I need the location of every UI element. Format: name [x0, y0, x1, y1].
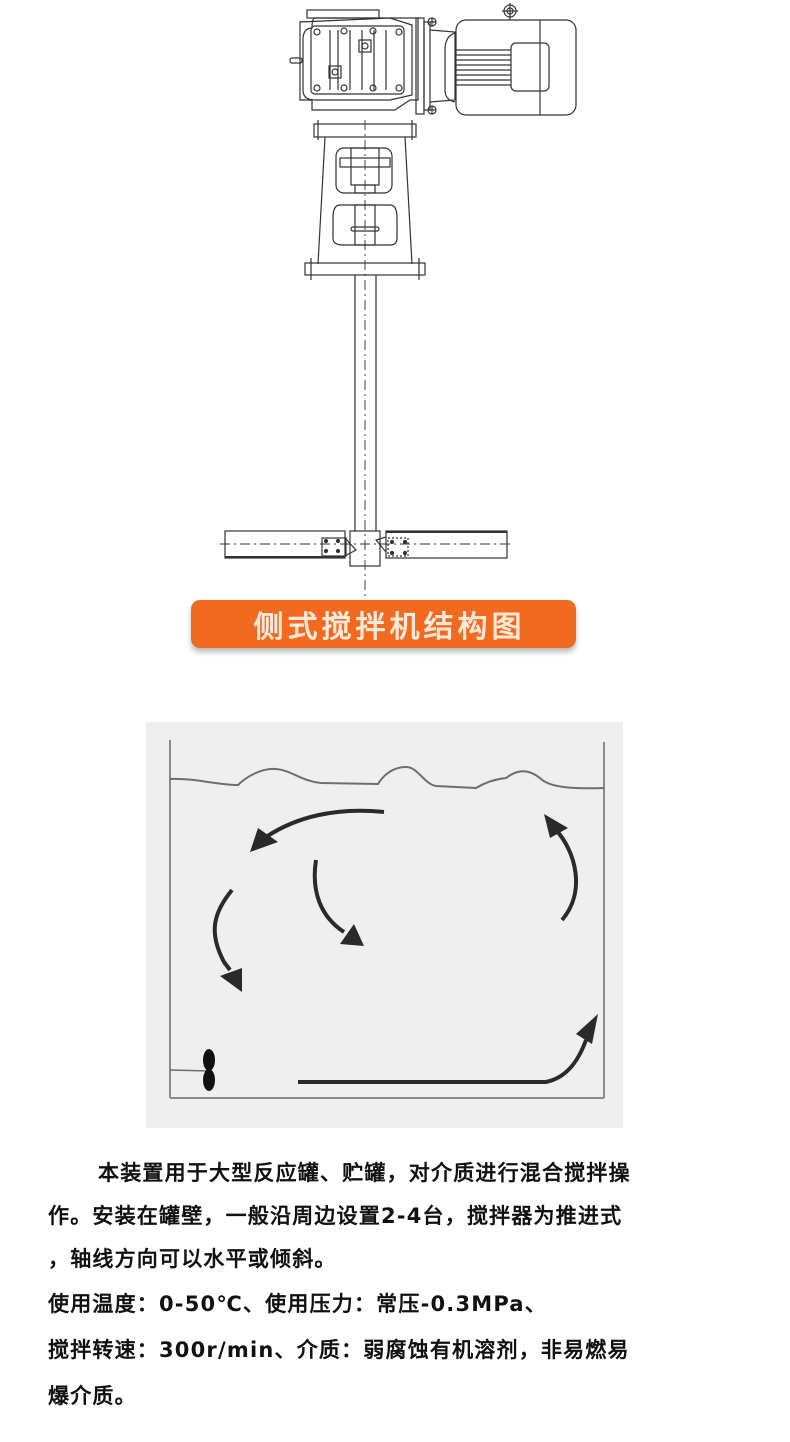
usage-paragraph: 本装置用于大型反应罐、贮罐，对介质进行混合搅拌操 作。安装在罐壁，一般沿周边设置… — [48, 1152, 748, 1281]
usage-line-2: 作。安装在罐壁，一般沿周边设置2-4台，搅拌器为推进式 — [48, 1204, 623, 1228]
caption-text: 侧式搅拌机结构图 — [253, 610, 526, 645]
gear-reducer — [289, 9, 456, 115]
propeller-blades — [220, 530, 510, 567]
liquid-surface-line — [169, 765, 605, 790]
spec-paragraph: 使用温度：0-50℃、使用压力：常压-0.3MPa、 搅拌转速：300r/min… — [48, 1281, 748, 1419]
circulation-arrows — [212, 808, 598, 1084]
product-description: 本装置用于大型反应罐、贮罐，对介质进行混合搅拌操 作。安装在罐壁，一般沿周边设置… — [48, 1152, 748, 1419]
usage-line-3: ，轴线方向可以水平或倾斜。 — [48, 1247, 337, 1271]
usage-line-1: 本装置用于大型反应罐、贮罐，对介质进行混合搅拌操 — [98, 1161, 631, 1185]
tank-walls — [169, 740, 605, 1099]
support-frame — [304, 120, 426, 600]
arrow-right-up-icon — [554, 828, 578, 922]
motor — [444, 3, 577, 116]
arrow-bottom-right-icon — [298, 1039, 588, 1084]
shaft — [354, 275, 377, 531]
structure-diagram-caption: 侧式搅拌机结构图 — [191, 600, 576, 648]
arrow-left-down-icon — [212, 888, 234, 972]
spec-line-1: 使用温度：0-50℃、使用压力：常压-0.3MPa、 — [48, 1292, 547, 1316]
arrow-middle-down-icon — [312, 859, 346, 934]
spec-line-3: 爆介质。 — [48, 1384, 137, 1408]
arrow-top-left-icon — [264, 808, 385, 839]
propeller-icon — [169, 1049, 215, 1091]
agitator-structure-drawing — [0, 0, 790, 600]
spec-line-2: 搅拌转速：300r/min、介质：弱腐蚀有机溶剂，非易燃易 — [48, 1338, 630, 1362]
tank-flow-diagram — [146, 722, 623, 1128]
